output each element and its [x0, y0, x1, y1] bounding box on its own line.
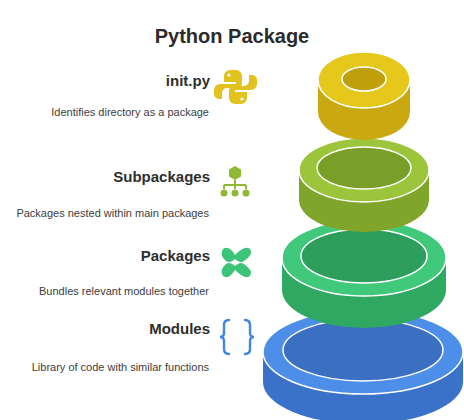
layer-description: Packages nested within main packages: [16, 207, 209, 219]
subpackages-ring: [299, 138, 429, 232]
layer-heading: Packages: [141, 247, 210, 264]
layer-heading: Modules: [149, 320, 210, 337]
layer-description: Library of code with similar functions: [32, 361, 209, 373]
layer-heading: init.py: [166, 72, 210, 89]
packages-icon: [222, 248, 252, 277]
layer-heading: Subpackages: [113, 168, 210, 185]
python-icon: [214, 70, 257, 104]
init-ring: [318, 52, 410, 140]
layer-description: Identifies directory as a package: [51, 106, 209, 118]
layer-description: Bundles relevant modules together: [39, 285, 209, 297]
hierarchy-icon: [221, 166, 250, 197]
braces-icon: [220, 320, 254, 354]
packages-ring: [282, 220, 446, 328]
diagram-title: Python Package: [0, 25, 464, 48]
